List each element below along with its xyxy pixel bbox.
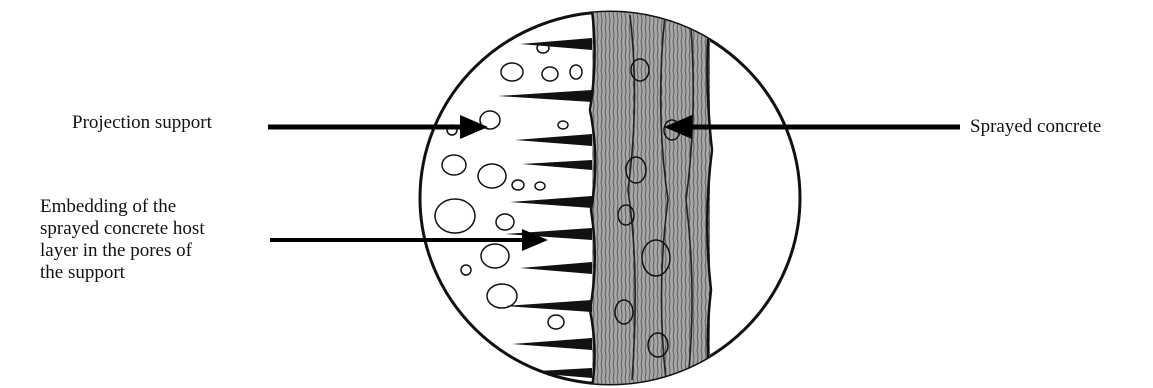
label-embedding: Embedding of the sprayed concrete host l…: [40, 196, 205, 284]
label-embedding-line: sprayed concrete host: [40, 218, 205, 240]
label-embedding-line: the support: [40, 262, 205, 284]
sprayed-concrete-band: [590, 0, 712, 388]
label-embedding-line: Embedding of the: [40, 196, 205, 218]
label-projection-support: Projection support: [72, 112, 212, 134]
label-sprayed-concrete: Sprayed concrete: [970, 116, 1101, 138]
label-embedding-line: layer in the pores of: [40, 240, 205, 262]
